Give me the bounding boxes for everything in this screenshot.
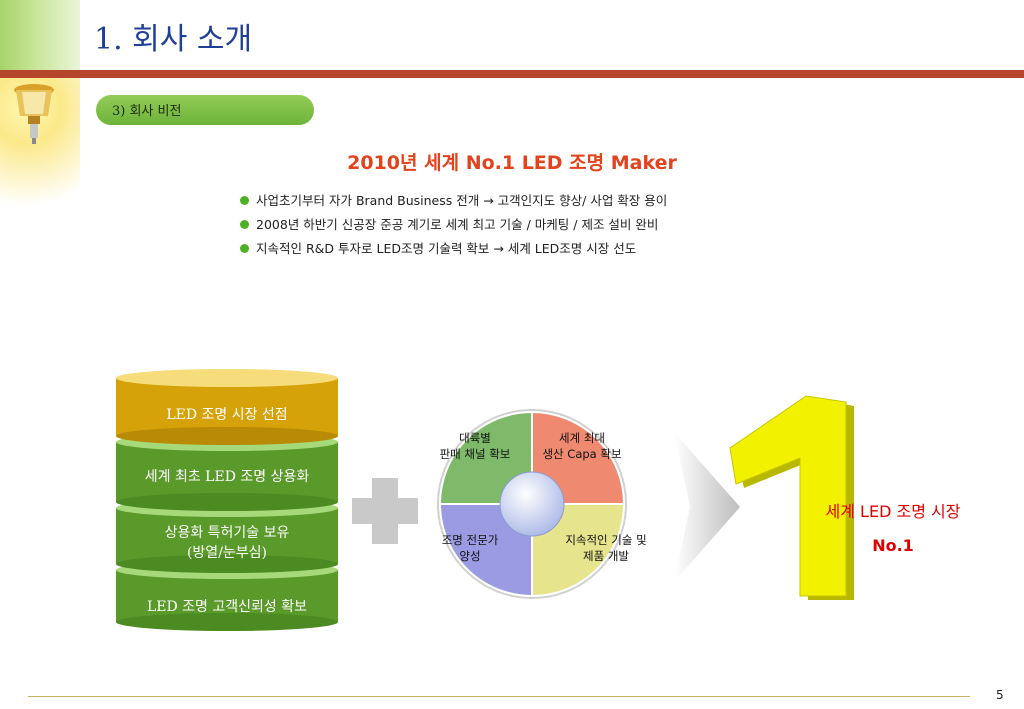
- quadrant-bottom-right-label: 지속적인 기술 및 제품 개발: [546, 532, 666, 564]
- quadrant-text: 조명 전문가: [441, 533, 499, 547]
- quadrant-top-left: [438, 410, 533, 505]
- cylinder-stack-graphic: [116, 369, 338, 631]
- quadrant-bottom-right: [531, 503, 626, 598]
- bullet-text: 지속적인 R&D 투자로 LED조명 기술력 확보 → 세계 LED조명 시장 …: [256, 241, 637, 256]
- rank-value: No.1: [872, 536, 914, 555]
- bullet-text: 사업초기부터 자가 Brand Business 전개 → 고객인지도 향상/ …: [256, 193, 668, 208]
- quadrant-text: 세계 최대: [559, 431, 605, 445]
- footer-divider: [28, 696, 970, 697]
- quadrant-text: 제품 개발: [583, 549, 629, 563]
- stack-level-2-label: 세계 최초 LED 조명 상용화: [144, 469, 310, 485]
- number-one-graphic: [729, 395, 854, 600]
- section-label: 3) 회사 비전: [112, 104, 182, 119]
- quadrant-text: 생산 Capa 확보: [542, 447, 622, 461]
- quadrant-text: 양성: [459, 549, 481, 563]
- arrow-right-icon: [674, 432, 740, 582]
- plus-icon-vertical: [372, 478, 398, 544]
- quadrant-top-right: [531, 410, 626, 505]
- bullet-text: 2008년 하반기 신공장 준공 계기로 세계 최고 기술 / 마케팅 / 제조…: [256, 217, 659, 232]
- quadrant-text: 판매 채널 확보: [439, 447, 511, 461]
- bullet-item: 사업초기부터 자가 Brand Business 전개 → 고객인지도 향상/ …: [240, 192, 667, 216]
- bullet-dot-icon: [240, 244, 249, 253]
- quadrant-text: 대륙별: [459, 431, 491, 445]
- quadrant-top-left-label: 대륙별 판매 채널 확보: [420, 430, 530, 462]
- bullet-dot-icon: [240, 196, 249, 205]
- bullet-item: 지속적인 R&D 투자로 LED조명 기술력 확보 → 세계 LED조명 시장 …: [240, 240, 667, 264]
- rank-label: 세계 LED 조명 시장: [825, 502, 961, 521]
- stack-level-3-sublabel: (방열/눈부심): [186, 545, 268, 561]
- quadrant-bottom-left: [438, 503, 533, 598]
- stack-level-1-label: LED 조명 시장 선점: [166, 407, 288, 423]
- header-accent: [0, 0, 80, 72]
- lamp-icon: [14, 84, 54, 144]
- vision-title: 2010년 세계 No.1 LED 조명 Maker: [347, 152, 677, 174]
- stack-level-4-label: LED 조명 고객신뢰성 확보: [146, 599, 307, 615]
- quadrant-bottom-left-label: 조명 전문가 양성: [420, 532, 520, 564]
- strategy-circle: [437, 409, 627, 599]
- bullet-item: 2008년 하반기 신공장 준공 계기로 세계 최고 기술 / 마케팅 / 제조…: [240, 216, 667, 240]
- bullet-dot-icon: [240, 220, 249, 229]
- title-divider: [0, 70, 1024, 78]
- stack-level-3-label: 상용화 특허기술 보유: [164, 525, 290, 541]
- section-pill: [96, 95, 314, 125]
- page-number: 5: [996, 688, 1004, 702]
- quadrant-top-right-label: 세계 최대 생산 Capa 확보: [532, 430, 632, 462]
- vision-bullets: 사업초기부터 자가 Brand Business 전개 → 고객인지도 향상/ …: [240, 192, 667, 264]
- page-title: 1. 회사 소개: [94, 22, 253, 57]
- quadrant-text: 지속적인 기술 및: [565, 533, 647, 547]
- circle-hub: [499, 471, 565, 537]
